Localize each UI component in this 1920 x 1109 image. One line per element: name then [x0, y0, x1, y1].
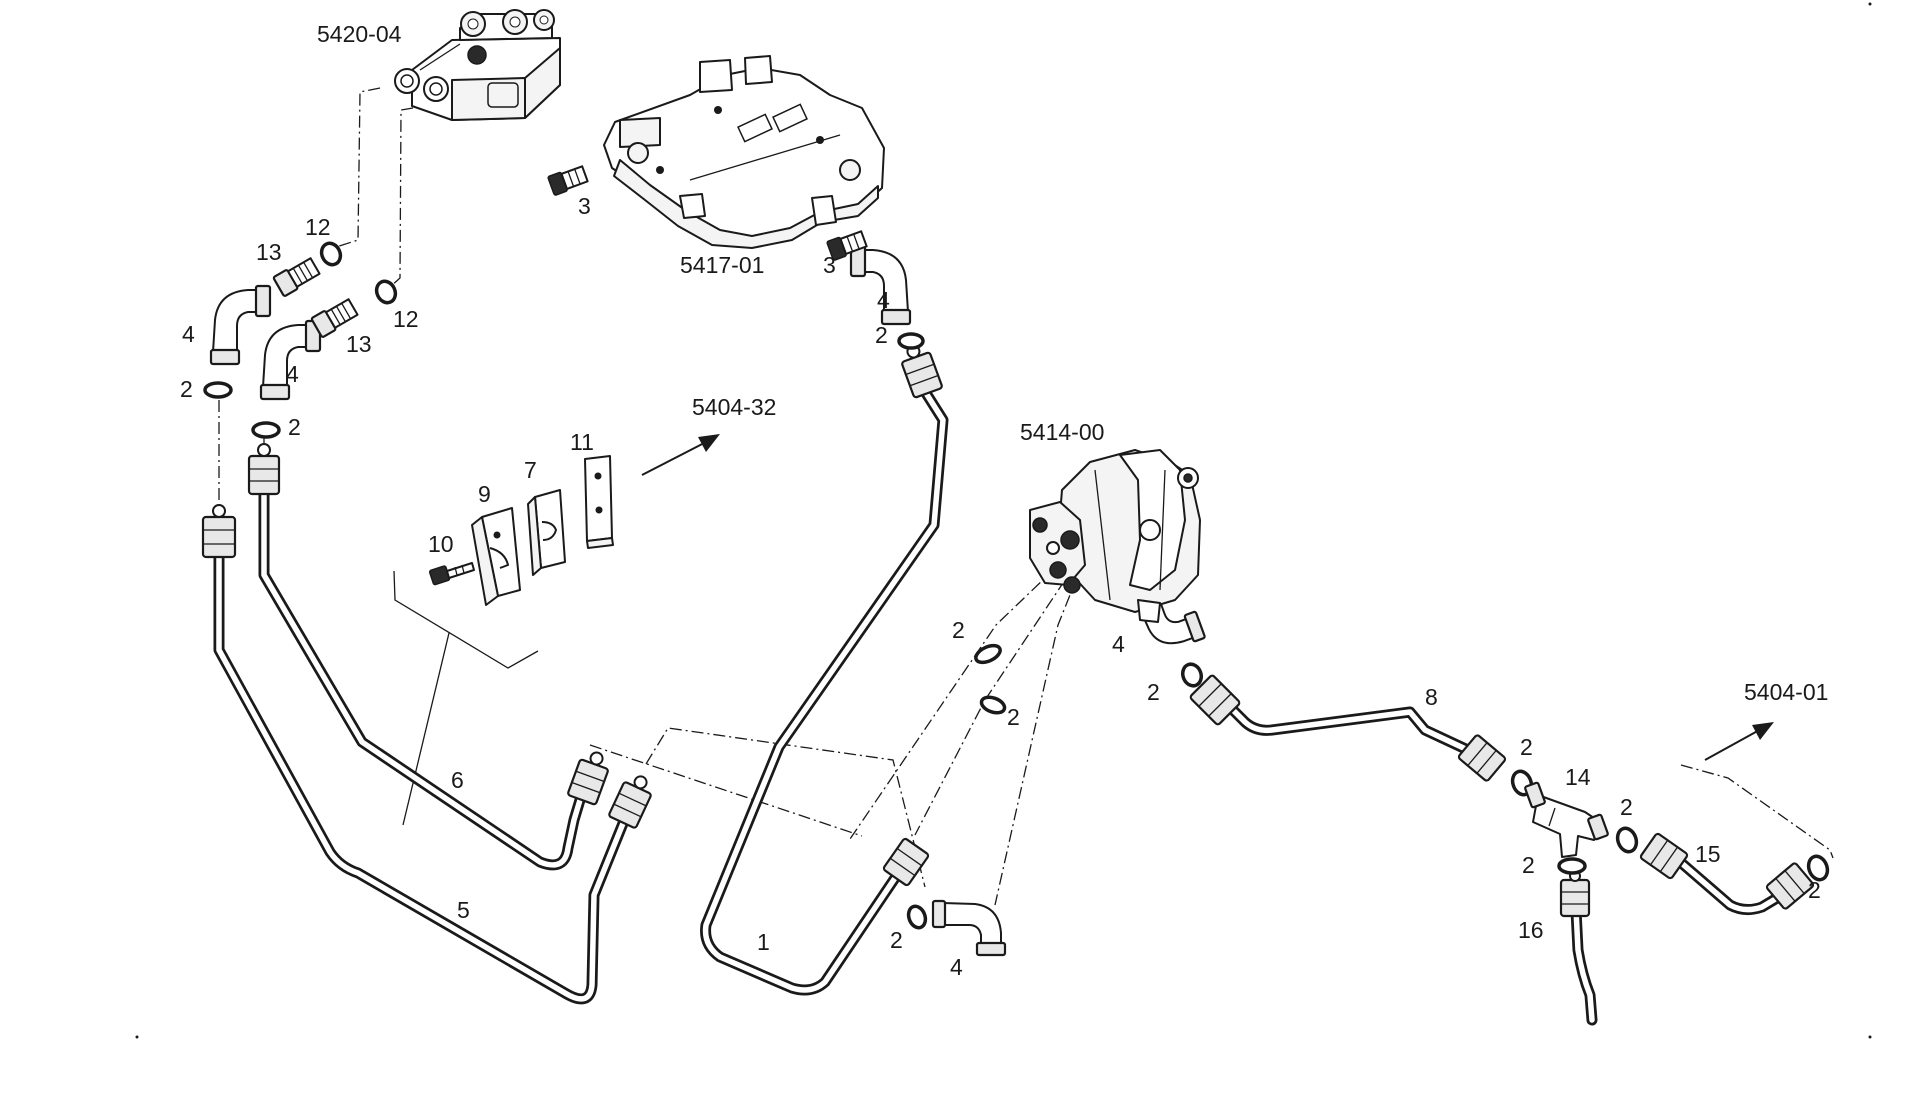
ref-5404-32: 5404-32 [692, 394, 776, 420]
tee-fitting [1524, 781, 1609, 858]
callout-4-left: 4 [182, 321, 195, 347]
callout-4-pump: 4 [1112, 631, 1125, 657]
ref-5417-01: 5417-01 [680, 252, 764, 278]
clamp-parts [428, 434, 1774, 761]
callout-7: 7 [524, 457, 537, 483]
registration-marks [135, 2, 1872, 1039]
callout-2-tee-left: 2 [1520, 734, 1533, 760]
tube-1 [700, 384, 949, 996]
callout-10: 10 [428, 531, 454, 557]
callout-15: 15 [1695, 841, 1721, 867]
callout-12-top: 12 [305, 214, 331, 240]
callout-2-mid: 2 [288, 414, 301, 440]
tube-15 [1672, 854, 1788, 916]
callout-2-pump-outlet: 2 [1147, 679, 1160, 705]
threaded-adapters [272, 165, 868, 338]
callout-2-far-right: 2 [1808, 877, 1821, 903]
ref-5404-01: 5404-01 [1744, 679, 1828, 705]
assembly-labels: 5420-04 5417-01 5404-32 5414-00 5404-01 [317, 21, 1828, 705]
callout-6: 6 [451, 767, 464, 793]
callout-9: 9 [478, 481, 491, 507]
valve-block-5420-04 [394, 9, 561, 121]
callout-3-left: 3 [578, 193, 591, 219]
ref-5414-00: 5414-00 [1020, 419, 1104, 445]
callout-13-bottom: 13 [346, 331, 372, 357]
callout-2-pump-mid: 2 [1007, 704, 1020, 730]
callout-11: 11 [570, 429, 594, 455]
callout-4-bottom: 4 [950, 954, 963, 980]
callout-2-pump-top: 2 [952, 617, 965, 643]
tube-nuts [201, 344, 1815, 918]
callout-14: 14 [1565, 764, 1591, 790]
callout-8: 8 [1425, 684, 1438, 710]
callout-2-left: 2 [180, 376, 193, 402]
callout-16: 16 [1518, 917, 1544, 943]
callout-12-bottom: 12 [393, 306, 419, 332]
callout-3-right: 3 [823, 252, 836, 278]
tube-8 [1222, 699, 1476, 757]
tube-16 [1570, 904, 1598, 1026]
callout-2-tee-right: 2 [1620, 794, 1633, 820]
callout-2-upper-right: 2 [875, 322, 888, 348]
manifold-plate-5417-01 [603, 55, 885, 249]
ref-5420-04: 5420-04 [317, 21, 402, 47]
callout-2-tee-bottom: 2 [1522, 852, 1535, 878]
pipe-clamp-9 [471, 507, 521, 606]
elbow-fittings [209, 244, 1206, 957]
pump-5414-00 [1029, 449, 1201, 623]
callout-1: 1 [757, 929, 770, 955]
clamp-plate-11 [584, 455, 614, 549]
arrow-5404-32 [641, 434, 720, 476]
tube-6 [258, 484, 589, 871]
callout-4-upper-right: 4 [877, 287, 890, 313]
arrow-5404-01 [1704, 722, 1774, 761]
part-callouts: 12 13 4 13 12 4 2 2 3 3 4 2 11 7 9 10 6 … [180, 193, 1821, 980]
tube-5 [213, 547, 632, 1005]
pipe-clamp-7 [527, 489, 566, 576]
o-ring-seals [203, 241, 1830, 930]
callout-5: 5 [457, 897, 470, 923]
bolt-10 [428, 562, 475, 586]
callout-4-mid: 4 [286, 361, 299, 387]
callout-2-bottom: 2 [890, 927, 903, 953]
callout-13-top: 13 [256, 239, 282, 265]
